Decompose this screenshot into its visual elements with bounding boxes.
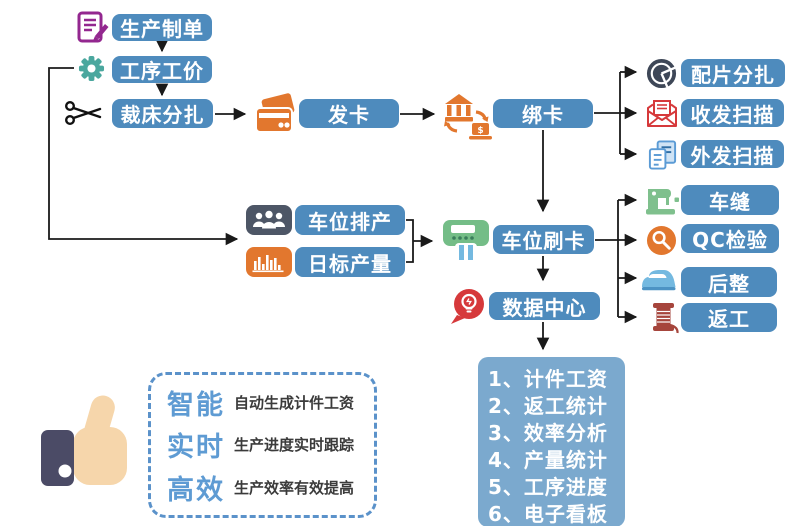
- cards-icon: [254, 93, 298, 135]
- bar-chart-icon: [246, 247, 292, 277]
- node-outsource-scan: 外发扫描: [681, 140, 784, 168]
- benefit-desc: 自动生成计件工资: [234, 393, 355, 412]
- report-item: 1、计件工资: [488, 367, 608, 391]
- node-bind-card: 绑卡: [493, 99, 593, 128]
- node-piece-bundle: 配片分扎: [681, 59, 785, 87]
- benefits-callout: 智能 自动生成计件工资 实时 生产进度实时跟踪 高效 生产效率有效提高: [148, 372, 377, 518]
- benefit-row: 智能 自动生成计件工资: [167, 383, 364, 422]
- report-list: 1、计件工资 2、返工统计 3、效率分析 4、产量统计 5、工序进度 6、电子看…: [478, 357, 625, 526]
- node-production-order: 生产制单: [112, 14, 212, 41]
- magnifier-icon: [646, 225, 677, 256]
- node-process-price: 工序工价: [112, 56, 212, 83]
- report-item: 2、返工统计: [488, 394, 608, 418]
- node-daily-target: 日标产量: [295, 247, 405, 277]
- card-reader-icon: [442, 217, 490, 265]
- node-finishing: 后整: [681, 267, 777, 297]
- documents-icon: [647, 139, 678, 171]
- node-cutting-bundle: 裁床分扎: [112, 99, 213, 128]
- report-item: 5、工序进度: [488, 475, 608, 499]
- benefit-desc: 生产效率有效提高: [234, 479, 355, 498]
- scissors-icon: [64, 100, 104, 126]
- node-issue-card: 发卡: [299, 99, 399, 128]
- iron-icon: [640, 268, 678, 293]
- benefit-title: 高效: [167, 475, 225, 507]
- report-item: 4、产量统计: [488, 448, 608, 472]
- node-data-center: 数据中心: [489, 292, 600, 320]
- benefit-title: 智能: [167, 389, 225, 421]
- document-pen-icon: [76, 10, 110, 46]
- benefit-desc: 生产进度实时跟踪: [234, 436, 355, 455]
- node-receive-scan: 收发扫描: [681, 99, 784, 127]
- report-item: 6、电子看板: [488, 502, 608, 526]
- node-qc-check: QC检验: [681, 224, 779, 253]
- bank-transfer-icon: $: [442, 92, 492, 140]
- benefit-row: 实时 生产进度实时跟踪: [167, 425, 364, 464]
- idea-head-icon: [447, 287, 487, 325]
- envelope-scan-icon: [646, 98, 678, 128]
- thread-spool-icon: [650, 302, 680, 334]
- benefit-row: 高效 生产效率有效提高: [167, 468, 364, 507]
- pie-chart-icon: [645, 57, 678, 90]
- node-sewing: 车缝: [681, 185, 779, 215]
- thumbs-up-icon: [35, 393, 140, 493]
- svg-text:$: $: [477, 126, 483, 136]
- benefit-title: 实时: [167, 432, 225, 464]
- report-item: 3、效率分析: [488, 421, 608, 445]
- people-icon: [246, 205, 292, 235]
- sewing-machine-icon: [645, 184, 679, 217]
- gear-icon: [78, 55, 105, 82]
- node-station-swipe: 车位刷卡: [493, 225, 594, 254]
- node-rework: 返工: [681, 303, 777, 332]
- node-station-schedule: 车位排产: [295, 205, 405, 235]
